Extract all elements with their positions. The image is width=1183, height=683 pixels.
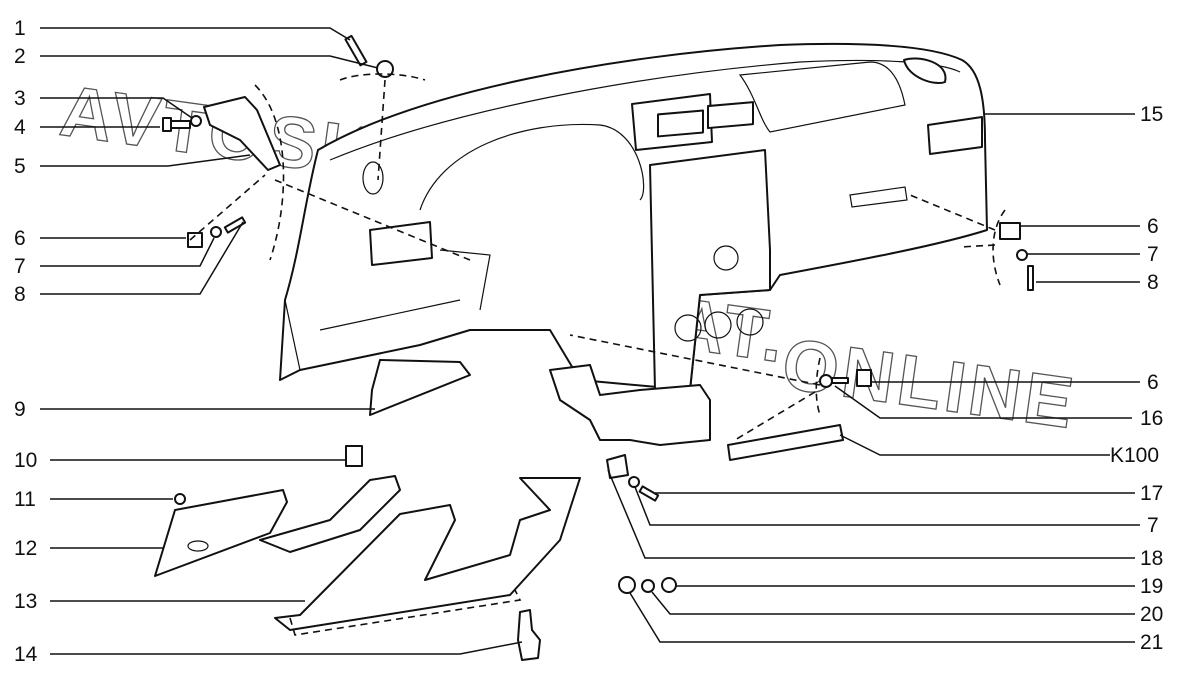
part-7b-washer[interactable]: [1016, 249, 1028, 261]
callout-6[interactable]: 6: [14, 227, 26, 250]
callout-7b[interactable]: 7: [1147, 243, 1159, 266]
part-8b-screw[interactable]: [1027, 265, 1034, 291]
part-12-glovebox-lid[interactable]: [154, 475, 401, 577]
part-7c-washer[interactable]: [628, 476, 640, 488]
center-console-lower[interactable]: [549, 364, 711, 446]
part-9-bracket[interactable]: [369, 359, 471, 416]
part-16-screw[interactable]: [819, 374, 849, 388]
callout-16[interactable]: 16: [1140, 407, 1164, 430]
dashboard-panel[interactable]: [279, 42, 988, 391]
callout-20[interactable]: 20: [1140, 603, 1164, 626]
part-20-nut[interactable]: [641, 579, 655, 593]
callout-12[interactable]: 12: [14, 537, 38, 560]
part-2-nut[interactable]: [376, 60, 394, 78]
callout-21[interactable]: 21: [1140, 631, 1164, 654]
part-21-washer[interactable]: [618, 576, 636, 594]
callout-11[interactable]: 11: [14, 488, 36, 511]
part-6c-clip[interactable]: [856, 369, 872, 387]
callout-5[interactable]: 5: [14, 155, 26, 178]
callout-15[interactable]: 15: [1140, 103, 1164, 126]
callout-K100[interactable]: K100: [1110, 444, 1160, 467]
callout-8b[interactable]: 8: [1147, 271, 1159, 294]
part-K100-bar[interactable]: [727, 424, 844, 461]
part-11-clip[interactable]: [174, 493, 186, 505]
callout-13[interactable]: 13: [14, 590, 38, 613]
part-4-bolt[interactable]: [162, 117, 191, 132]
part-19-nut[interactable]: [661, 577, 677, 593]
leader-lines: [40, 27, 1140, 655]
callout-10[interactable]: 10: [14, 449, 38, 472]
part-8-screw[interactable]: [223, 216, 247, 234]
part-7-washer[interactable]: [210, 226, 222, 238]
callout-6c[interactable]: 6: [1147, 371, 1159, 394]
callout-18[interactable]: 18: [1140, 547, 1164, 570]
part-17-bolt[interactable]: [638, 485, 660, 502]
callout-9[interactable]: 9: [14, 398, 26, 421]
callout-14[interactable]: 14: [14, 643, 38, 666]
part-10-latch[interactable]: [345, 445, 363, 467]
part-6b-clip[interactable]: [999, 222, 1021, 240]
assembly-lines: [189, 73, 1006, 636]
callout-6b[interactable]: 6: [1147, 215, 1159, 238]
part-6-clip[interactable]: [187, 232, 203, 248]
callout-8[interactable]: 8: [14, 283, 26, 306]
callout-2[interactable]: 2: [14, 45, 26, 68]
part-3-washer[interactable]: [190, 115, 202, 127]
part-13-lower-panel[interactable]: [274, 477, 581, 631]
callout-7c[interactable]: 7: [1147, 514, 1159, 537]
callout-3[interactable]: 3: [14, 87, 26, 110]
callout-17[interactable]: 17: [1140, 482, 1164, 505]
callout-19[interactable]: 19: [1140, 575, 1164, 598]
callout-4[interactable]: 4: [14, 116, 26, 139]
part-14-knob[interactable]: [517, 609, 541, 661]
part-5-bracket[interactable]: [203, 96, 281, 171]
callout-1[interactable]: 1: [14, 17, 26, 40]
callout-7[interactable]: 7: [14, 255, 26, 278]
